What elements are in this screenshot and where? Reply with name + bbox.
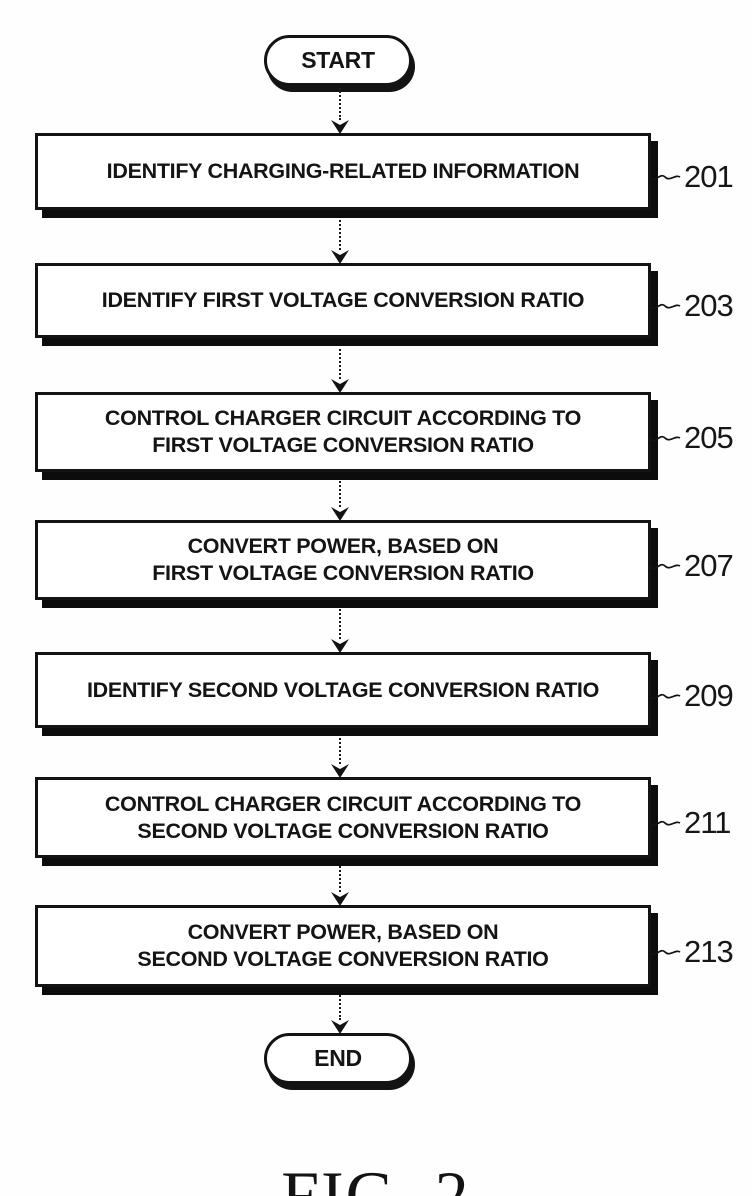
ref-number: 207: [684, 548, 734, 583]
flow-arrow: [331, 216, 349, 264]
ref-number: 205: [684, 420, 734, 455]
ref-number: 209: [684, 678, 734, 713]
step-label-205: CONTROL CHARGER CIRCUIT ACCORDING TO FIR…: [104, 406, 582, 457]
flow-arrow: [331, 88, 349, 134]
start-terminal-label: START: [301, 47, 375, 73]
squiggle-connector-icon: [649, 563, 681, 570]
ref-number: 203: [684, 288, 734, 323]
squiggle-connector-icon: [649, 820, 681, 827]
start-terminal: START: [264, 35, 412, 86]
arrow-head-icon: [331, 379, 349, 393]
ref-label-209: 209: [649, 677, 749, 715]
ref-label-207: 207: [649, 547, 749, 585]
ref-number: 201: [684, 159, 734, 194]
ref-label-205: 205: [649, 419, 749, 457]
step-box-203: IDENTIFY FIRST VOLTAGE CONVERSION RATIO: [35, 263, 651, 338]
ref-label-201: 201: [649, 158, 749, 196]
flow-arrow: [331, 605, 349, 653]
step-box-213: CONVERT POWER, BASED ON SECOND VOLTAGE C…: [35, 905, 651, 987]
arrow-shaft: [339, 477, 341, 507]
step-box-209: IDENTIFY SECOND VOLTAGE CONVERSION RATIO: [35, 652, 651, 728]
arrow-shaft: [339, 88, 341, 120]
step-label-213: CONVERT POWER, BASED ON SECOND VOLTAGE C…: [137, 920, 549, 971]
arrow-shaft: [339, 863, 341, 892]
arrow-head-icon: [331, 250, 349, 264]
squiggle-connector-icon: [649, 174, 681, 181]
step-box-207: CONVERT POWER, BASED ON FIRST VOLTAGE CO…: [35, 520, 651, 600]
ref-number: 213: [684, 934, 734, 969]
ref-label-203: 203: [649, 287, 749, 325]
arrow-shaft: [339, 605, 341, 639]
flow-arrow: [331, 733, 349, 778]
step-box-205: CONTROL CHARGER CIRCUIT ACCORDING TO FIR…: [35, 392, 651, 472]
arrow-head-icon: [331, 120, 349, 134]
step-label-211: CONTROL CHARGER CIRCUIT ACCORDING TO SEC…: [104, 791, 582, 843]
arrow-shaft: [339, 733, 341, 764]
ref-label-211: 211: [649, 804, 749, 842]
arrow-head-icon: [331, 892, 349, 906]
ref-number: 211: [684, 805, 731, 840]
squiggle-connector-icon: [649, 303, 681, 310]
arrow-shaft: [339, 344, 341, 379]
squiggle-connector-icon: [649, 693, 681, 700]
flow-arrow: [331, 863, 349, 906]
step-box-211: CONTROL CHARGER CIRCUIT ACCORDING TO SEC…: [35, 777, 651, 858]
arrow-head-icon: [331, 507, 349, 521]
arrow-shaft: [339, 216, 341, 250]
flow-arrow: [331, 992, 349, 1034]
arrow-shaft: [339, 992, 341, 1020]
step-box-201: IDENTIFY CHARGING-RELATED INFORMATION: [35, 133, 651, 210]
step-label-209: IDENTIFY SECOND VOLTAGE CONVERSION RATIO: [87, 677, 599, 702]
arrow-head-icon: [331, 764, 349, 778]
flow-arrow: [331, 344, 349, 393]
figure-caption: FIG. 2: [281, 1157, 471, 1196]
step-label-201: IDENTIFY CHARGING-RELATED INFORMATION: [106, 159, 580, 183]
squiggle-connector-icon: [649, 949, 681, 956]
end-terminal-label: END: [314, 1045, 362, 1071]
squiggle-connector-icon: [649, 435, 681, 442]
arrow-head-icon: [331, 639, 349, 653]
step-label-207: CONVERT POWER, BASED ON FIRST VOLTAGE CO…: [152, 534, 534, 585]
flow-arrow: [331, 477, 349, 521]
arrow-head-icon: [331, 1020, 349, 1034]
end-terminal: END: [264, 1033, 412, 1084]
step-label-203: IDENTIFY FIRST VOLTAGE CONVERSION RATIO: [101, 288, 585, 312]
ref-label-213: 213: [649, 933, 749, 971]
